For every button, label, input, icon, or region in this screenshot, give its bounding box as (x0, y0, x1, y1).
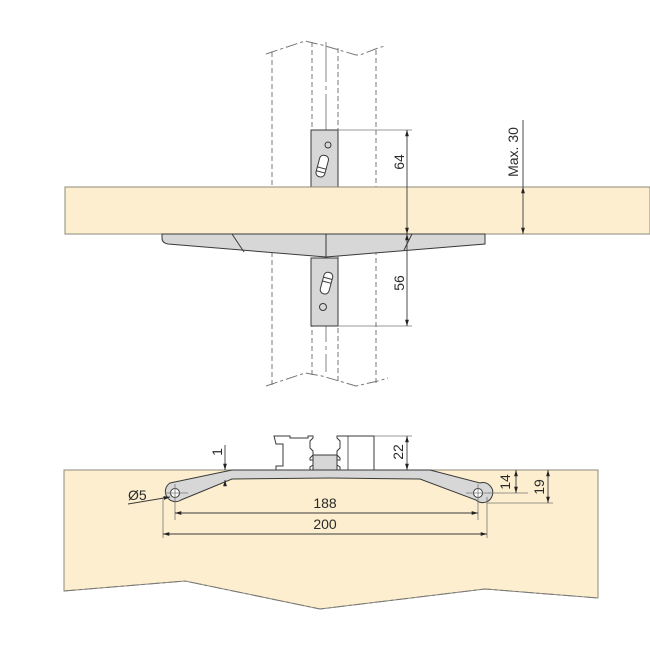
dim-label-188: 188 (313, 495, 337, 511)
dim-label-19: 19 (531, 479, 547, 495)
support-plate (161, 233, 486, 258)
dim-label-max-30: Max. 30 (505, 127, 521, 177)
dim-label-22: 22 (390, 444, 406, 460)
bottom-view: 1 22 Ø5 188 200 14 (63, 435, 599, 610)
dim-label-1: 1 (209, 448, 225, 456)
dimension-56: 56 (391, 234, 409, 326)
dimension-1: 1 (209, 445, 227, 487)
upper-bracket (310, 129, 339, 189)
top-view: 64 56 Max. 30 (64, 40, 650, 387)
dim-label-diameter: Ø5 (128, 487, 147, 503)
dimension-22: 22 (390, 436, 409, 470)
dimension-64: 64 (391, 130, 409, 234)
bracket-arm (164, 469, 494, 520)
dimension-200: 200 (162, 497, 488, 538)
dim-label-200: 200 (313, 516, 337, 532)
dimension-188: 188 (175, 495, 478, 515)
shelf-board (64, 186, 650, 235)
dim-label-64: 64 (391, 154, 407, 170)
dimension-max-30: Max. 30 (505, 120, 525, 234)
dimension-14: 14 (488, 470, 528, 494)
dim-label-56: 56 (391, 275, 407, 291)
dimension-19: 19 (487, 470, 553, 504)
lower-bracket (310, 257, 339, 327)
dim-label-14: 14 (497, 474, 513, 490)
